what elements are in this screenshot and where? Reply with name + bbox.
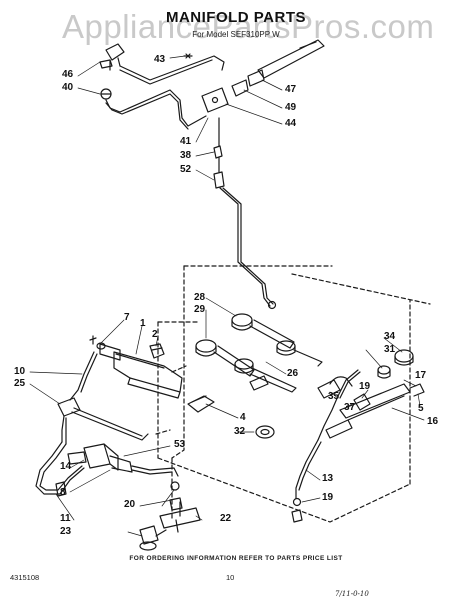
- main-supply-tube: [213, 117, 277, 310]
- callout-47: 47: [285, 84, 297, 95]
- grommet-32: [255, 425, 275, 439]
- callout-32: 32: [234, 426, 246, 437]
- callout-11: 11: [60, 513, 71, 524]
- callout-44: 44: [285, 118, 297, 129]
- housing-1: [96, 342, 183, 399]
- watermark: AppliancePartsPros.com: [62, 8, 435, 45]
- callout-22: 22: [220, 513, 232, 524]
- callout-13: 13: [322, 473, 334, 484]
- callout-leader-lines: [29, 55, 425, 537]
- callout-20: 20: [124, 499, 136, 510]
- callout-23: 23: [60, 526, 72, 537]
- callout-28: 28: [194, 292, 206, 303]
- callout-38: 38: [180, 150, 192, 161]
- screw-7: [89, 335, 97, 345]
- bottom-regulator-assembly: [139, 481, 201, 551]
- lower-left-tube: [57, 351, 149, 445]
- callout-5: 5: [418, 403, 424, 414]
- burner-assembly-upper: [195, 313, 323, 393]
- callout-34: 34: [384, 331, 396, 342]
- diagram-title: MANIFOLD PARTS: [165, 9, 307, 26]
- callout-7: 7: [124, 312, 130, 323]
- callout-31: 31: [384, 344, 396, 355]
- handwritten-note: 7/11-0-10: [335, 590, 369, 598]
- ordering-info-note: FOR ORDERING INFORMATION REFER TO PARTS …: [129, 555, 343, 562]
- callout-8: 8: [60, 487, 66, 498]
- lower-right-tube: [291, 439, 322, 523]
- bracket-4: [187, 395, 215, 413]
- diagram-subtitle: For Model SEF310PP W: [192, 30, 280, 39]
- callout-1: 1: [140, 318, 146, 329]
- callout-40: 40: [62, 82, 74, 93]
- callout-4: 4: [240, 412, 246, 423]
- callout-10: 10: [14, 366, 26, 377]
- page-number: 10: [226, 573, 235, 582]
- document-number: 4315108: [10, 573, 40, 582]
- callout-46: 46: [62, 69, 74, 80]
- upper-gas-tube: [105, 55, 225, 130]
- callout-2: 2: [152, 329, 158, 340]
- burner-assembly-right: [317, 349, 425, 441]
- callout-43: 43: [154, 54, 166, 65]
- clip-2: [149, 343, 165, 359]
- upper-valve-assembly: [99, 43, 125, 100]
- callout-17: 17: [415, 370, 427, 381]
- callout-19-lower: 19: [322, 492, 334, 503]
- callout-41: 41: [180, 136, 192, 147]
- callout-37: 37: [344, 402, 356, 413]
- callout-16: 16: [427, 416, 439, 427]
- callout-19-upper: 19: [359, 381, 371, 392]
- callout-53: 53: [174, 439, 186, 450]
- callout-26: 26: [287, 368, 299, 379]
- callout-29: 29: [194, 304, 206, 315]
- callout-25: 25: [14, 378, 26, 389]
- bracket-44: [201, 87, 229, 113]
- callout-35: 35: [328, 391, 340, 402]
- lower-valve-assembly: [35, 441, 179, 497]
- callout-49: 49: [285, 102, 297, 113]
- callout-14: 14: [60, 461, 72, 472]
- orifice-tube-47: [231, 39, 325, 97]
- callout-52: 52: [180, 164, 192, 175]
